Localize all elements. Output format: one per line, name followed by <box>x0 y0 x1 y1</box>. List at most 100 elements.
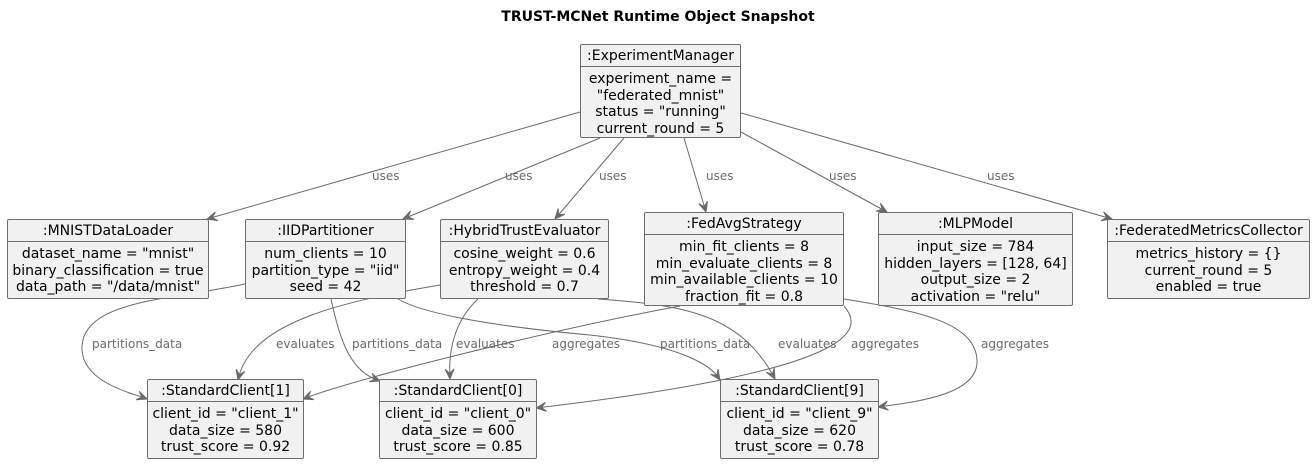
object-attributes: client_id = "client_9" data_size = 620 t… <box>721 402 878 459</box>
link-line <box>597 298 776 380</box>
link-aggregates: aggregates <box>843 298 1049 411</box>
attribute: dataset_name = "mnist" <box>21 246 195 262</box>
link-label: aggregates <box>552 337 620 351</box>
arrowhead-icon <box>765 367 776 381</box>
attribute: activation = "relu" <box>910 288 1041 305</box>
attribute: enabled = true <box>1155 279 1262 295</box>
arrowhead-icon <box>135 390 149 401</box>
link-label: evaluates <box>456 337 514 351</box>
link-line <box>397 298 721 381</box>
attribute: "federated_mnist" <box>596 87 725 104</box>
object-fedavg-strategy[interactable]: :FedAvgStrategy min_fit_clients = 8 min_… <box>644 212 844 306</box>
link-label: uses <box>372 169 400 183</box>
object-name: :FedAvgStrategy <box>645 213 843 235</box>
link-label: partitions_data <box>660 337 750 351</box>
object-attributes: input_size = 784 hidden_layers = [128, 6… <box>879 235 1072 308</box>
link-uses: uses <box>205 111 581 222</box>
object-standard-client-1[interactable]: :StandardClient[1] client_id = "client_1… <box>147 379 304 459</box>
attribute: trust_score = 0.85 <box>393 439 523 455</box>
object-standard-client-0[interactable]: :StandardClient[0] client_id = "client_0… <box>379 379 537 459</box>
attribute: experiment_name = <box>588 71 733 87</box>
arrowhead-icon <box>368 372 382 383</box>
attribute: min_available_clients = 10 <box>650 272 838 288</box>
object-mnist-data-loader[interactable]: :MNISTDataLoader dataset_name = "mnist" … <box>7 219 209 299</box>
arrowhead-icon <box>1100 211 1114 222</box>
link-line <box>402 137 601 220</box>
arrowhead-icon <box>875 202 889 213</box>
arrowhead-icon <box>235 368 246 382</box>
object-name: :StandardClient[1] <box>148 380 303 402</box>
link-label: partitions_data <box>352 337 442 351</box>
object-attributes: client_id = "client_0" data_size = 600 t… <box>380 402 536 459</box>
attribute: client_id = "client_0" <box>384 406 532 422</box>
attribute: input_size = 784 <box>916 239 1035 255</box>
link-line <box>449 298 479 380</box>
link-partitions-data: partitions_data <box>330 298 442 383</box>
object-attributes: experiment_name = "federated_mnist" stat… <box>581 67 740 140</box>
arrowhead-icon <box>876 400 889 411</box>
attribute: trust_score = 0.92 <box>160 439 291 455</box>
object-hybrid-trust-evaluator[interactable]: :HybridTrustEvaluator cosine_weight = 0.… <box>440 219 609 299</box>
object-name: :ExperimentManager <box>581 45 740 67</box>
arrowhead-icon <box>698 200 708 214</box>
attribute: metrics_history = {} <box>1135 246 1282 262</box>
link-line <box>206 111 581 220</box>
arrowhead-icon <box>205 211 219 222</box>
arrowhead-icon <box>554 208 566 220</box>
attribute: output_size = 2 <box>920 272 1031 288</box>
link-line <box>535 305 852 409</box>
arrowhead-icon <box>710 369 721 382</box>
arrowhead-icon <box>444 368 455 381</box>
link-line <box>740 112 1113 220</box>
attribute: trust_score = 0.78 <box>734 439 865 455</box>
link-uses: uses <box>740 112 1114 222</box>
attribute: current_round = 5 <box>1144 262 1273 279</box>
attribute: data_size = 600 <box>401 422 515 439</box>
attribute: data_size = 620 <box>742 422 857 439</box>
object-attributes: num_clients = 10 partition_type = "iid" … <box>246 242 405 299</box>
link-line <box>554 137 625 220</box>
object-federated-metrics-collector[interactable]: :FederatedMetricsCollector metrics_histo… <box>1107 219 1310 299</box>
link-line <box>740 131 888 213</box>
link-uses: uses <box>740 131 889 213</box>
attribute: min_fit_clients = 8 <box>679 239 809 255</box>
object-mlp-model[interactable]: :MLPModel input_size = 784 hidden_layers… <box>878 212 1073 306</box>
object-standard-client-9[interactable]: :StandardClient[9] client_id = "client_9… <box>720 379 879 459</box>
diagram-title: TRUST-MCNet Runtime Object Snapshot <box>501 9 815 25</box>
object-attributes: metrics_history = {} current_round = 5 e… <box>1108 242 1309 299</box>
attribute: seed = 42 <box>289 279 362 295</box>
object-name: :IIDPartitioner <box>246 220 405 242</box>
object-name: :HybridTrustEvaluator <box>441 220 608 242</box>
object-name: :MLPModel <box>879 213 1072 235</box>
link-uses: uses <box>554 137 627 220</box>
arrowhead-icon <box>401 210 415 220</box>
link-label: uses <box>505 169 533 183</box>
object-name: :StandardClient[0] <box>380 380 536 402</box>
attribute: cosine_weight = 0.6 <box>453 246 596 262</box>
link-line <box>843 298 978 408</box>
attribute: num_clients = 10 <box>264 246 387 262</box>
object-iid-partitioner[interactable]: :IIDPartitioner num_clients = 10 partiti… <box>245 219 406 299</box>
attribute: status = "running" <box>595 104 726 120</box>
attribute: current_round = 5 <box>596 120 725 137</box>
object-experiment-manager[interactable]: :ExperimentManager experiment_name = "fe… <box>580 44 741 138</box>
attribute: hidden_layers = [128, 64] <box>884 255 1067 272</box>
link-label: aggregates <box>981 337 1049 351</box>
attribute: client_id = "client_9" <box>726 406 873 422</box>
object-name: :FederatedMetricsCollector <box>1108 220 1309 242</box>
attribute: threshold = 0.7 <box>470 279 579 295</box>
link-evaluates: evaluates <box>597 298 836 381</box>
object-attributes: min_fit_clients = 8 min_evaluate_clients… <box>645 235 843 308</box>
attribute: min_evaluate_clients = 8 <box>655 255 833 272</box>
attribute: data_size = 580 <box>168 422 283 439</box>
attribute: data_path = "/data/mnist" <box>15 279 201 295</box>
object-attributes: dataset_name = "mnist" binary_classifica… <box>8 242 208 299</box>
link-uses: uses <box>401 137 601 220</box>
link-label: evaluates <box>276 337 334 351</box>
link-line <box>237 283 447 381</box>
attribute: client_id = "client_1" <box>152 406 299 422</box>
object-attributes: client_id = "client_1" data_size = 580 t… <box>148 402 303 459</box>
link-evaluates: evaluates <box>444 298 514 381</box>
object-name: :MNISTDataLoader <box>8 220 208 242</box>
